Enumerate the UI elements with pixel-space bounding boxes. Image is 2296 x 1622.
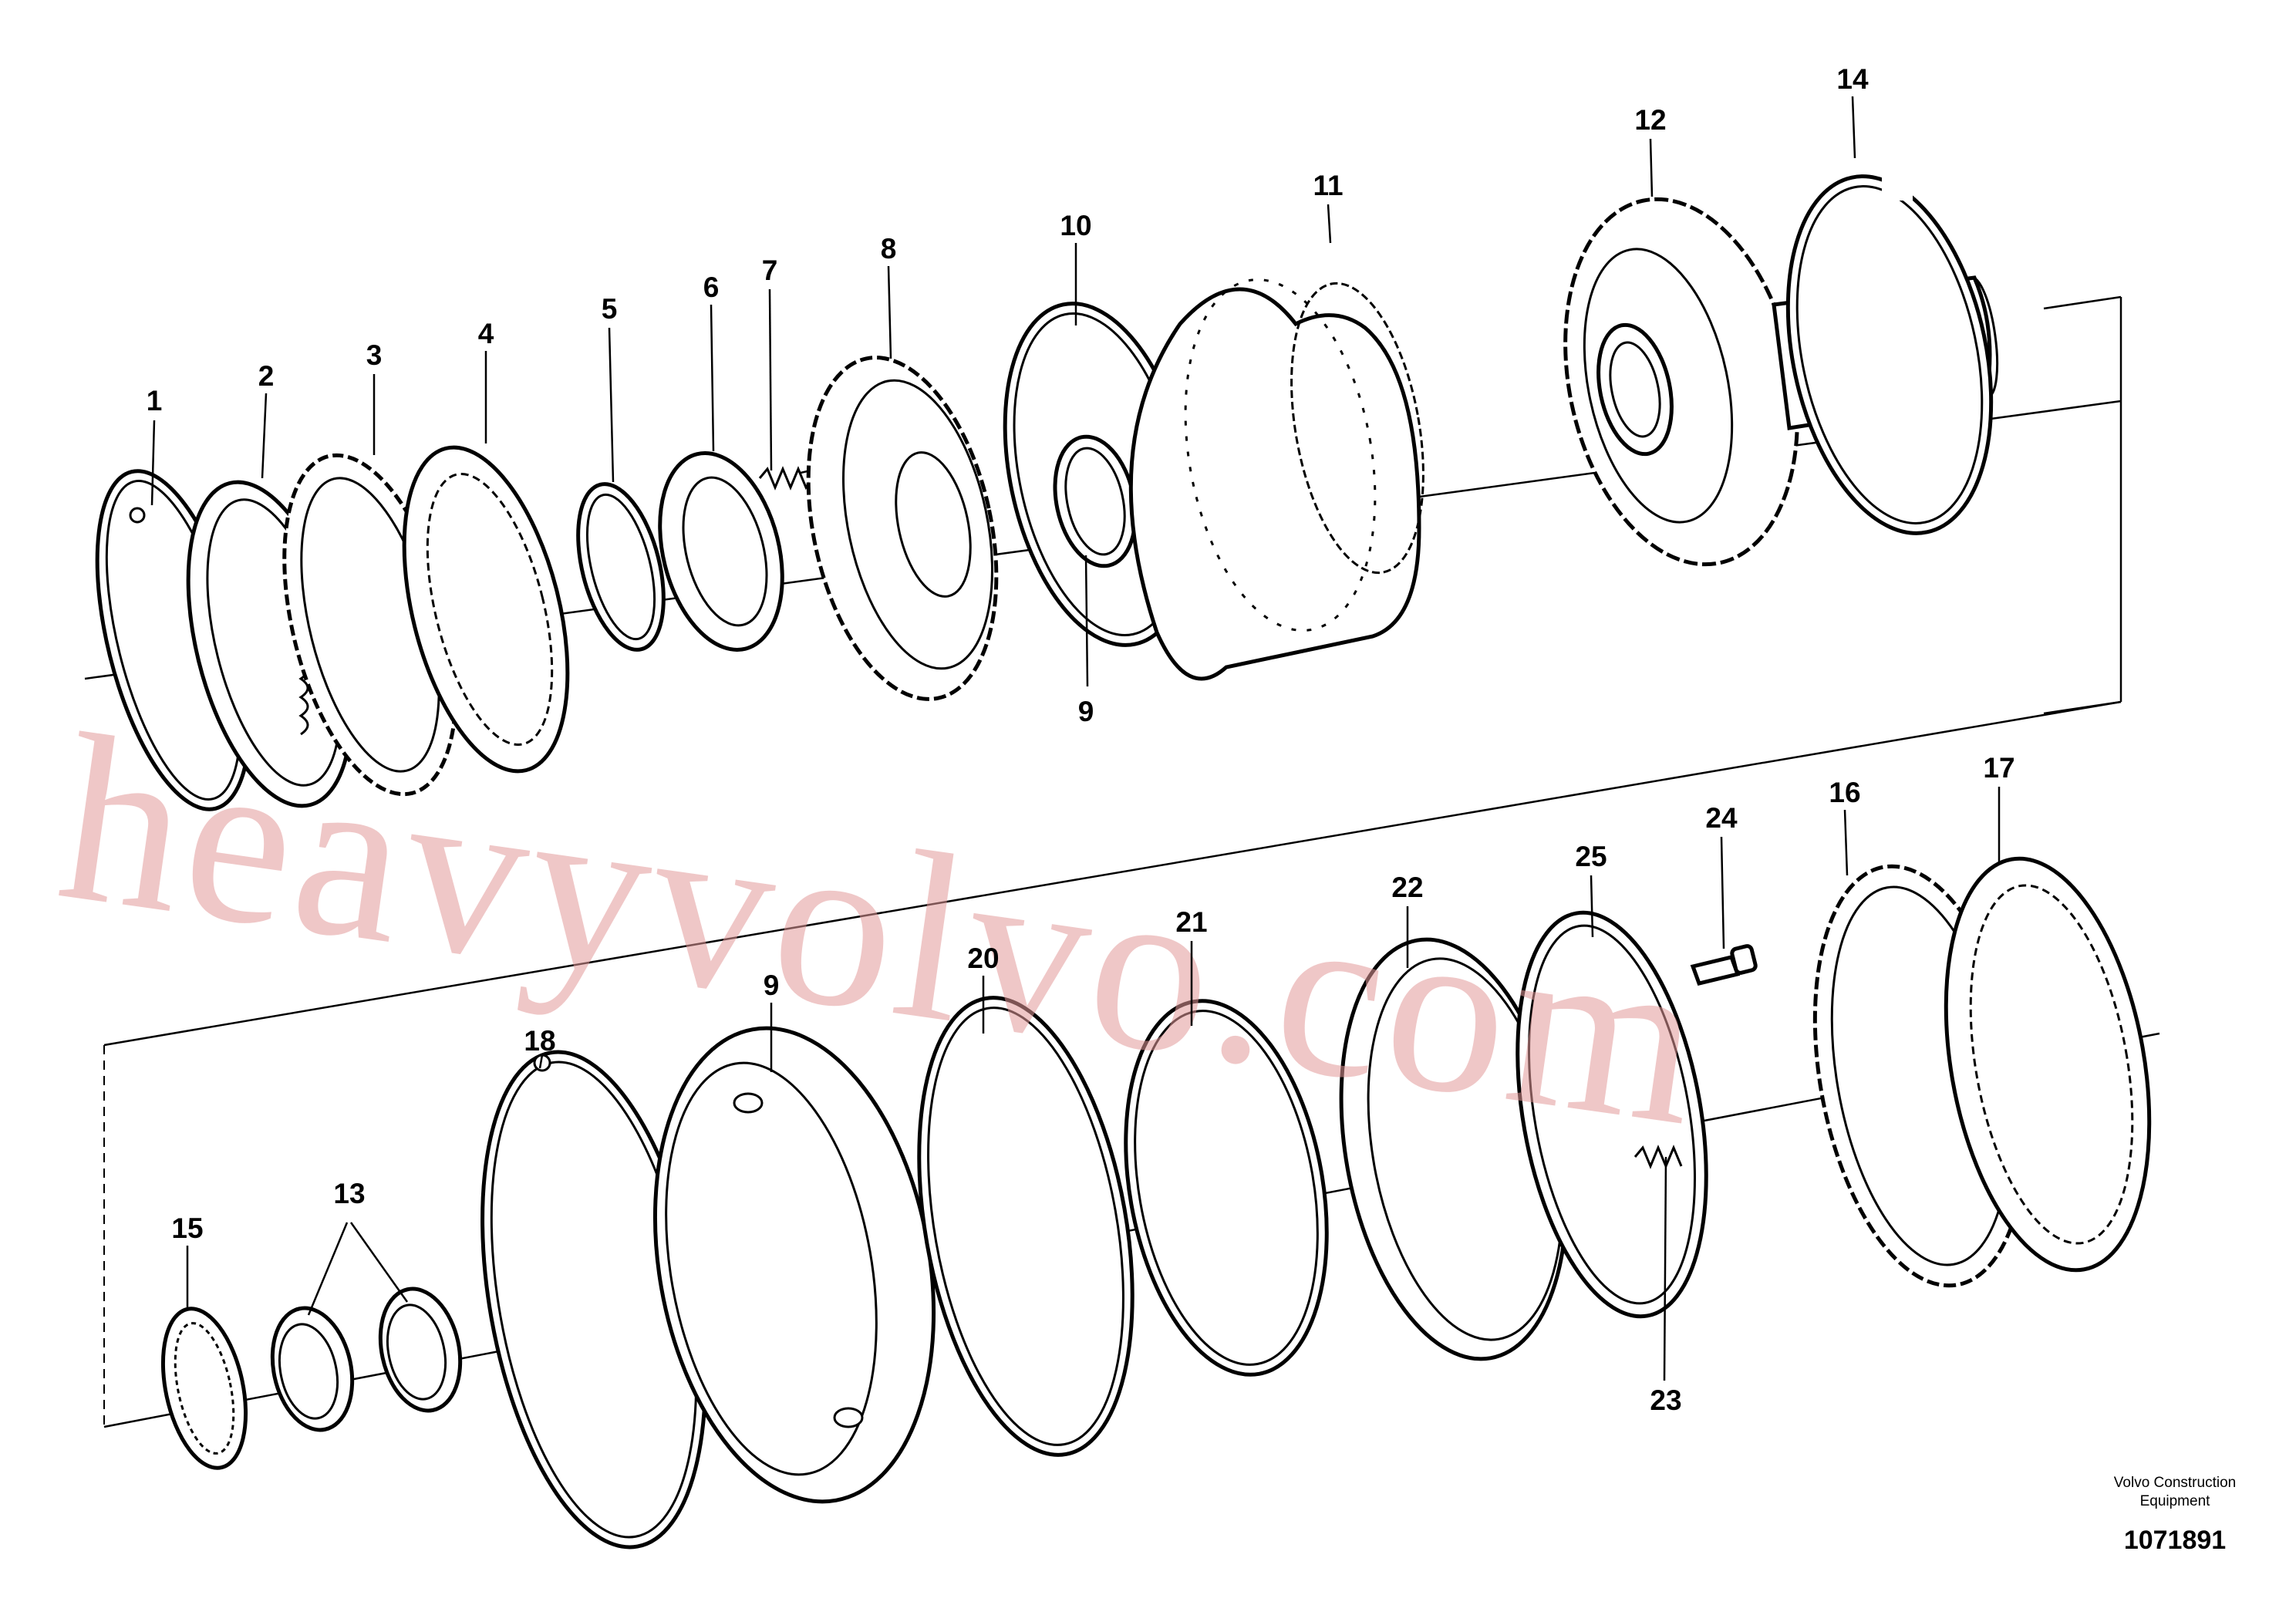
callout-13: 13	[333, 1178, 365, 1209]
part-25-segment-ring	[1515, 910, 1708, 1319]
section-frame	[103, 295, 2122, 1427]
part-24-screw	[1690, 944, 1758, 986]
callout-11: 11	[1313, 170, 1343, 201]
callout-23: 23	[1650, 1384, 1681, 1416]
callout-15: 15	[171, 1212, 203, 1244]
callout-14: 14	[1836, 63, 1869, 95]
part-23-spring	[1633, 1145, 1683, 1169]
leader-lines	[150, 96, 2001, 1381]
part-15-needle-bearing	[160, 1307, 248, 1470]
callout-17: 17	[1983, 752, 2014, 784]
document-number: 1071891	[2124, 1526, 2226, 1555]
callout-labels: 1 2 3 4 5 6 7 8 9 10 11 12 14 15 13 18 9…	[147, 63, 2015, 1416]
callout-1: 1	[147, 385, 163, 416]
part-8-piston-gear	[806, 356, 999, 701]
part-4-inner-disc	[402, 445, 570, 774]
part-5-seal-ring	[576, 482, 666, 652]
callout-10: 10	[1060, 210, 1091, 241]
callout-4: 4	[478, 318, 494, 349]
callout-18: 18	[524, 1025, 555, 1057]
brand-line-2: Equipment	[2140, 1493, 2211, 1509]
part-17-inner-disc	[1944, 856, 2152, 1273]
callout-24: 24	[1705, 802, 1738, 834]
part-21-seal-ring	[1124, 999, 1329, 1377]
callout-20: 20	[967, 943, 999, 974]
callout-3: 3	[366, 339, 383, 371]
part-20-seal-ring	[917, 996, 1135, 1457]
callout-9-bottom: 9	[764, 969, 780, 1001]
callout-2: 2	[258, 360, 275, 392]
brand-line-1: Volvo Construction	[2114, 1475, 2236, 1491]
part-13-bushing-b	[378, 1286, 463, 1413]
callout-21: 21	[1175, 906, 1207, 938]
part-6-spring-plate	[658, 451, 784, 652]
callout-22: 22	[1391, 872, 1423, 903]
part-11-ring-gear	[1128, 278, 1424, 681]
part-14-snap-ring	[1785, 170, 1994, 535]
callout-25: 25	[1575, 841, 1607, 872]
callout-12: 12	[1634, 104, 1666, 136]
callout-7: 7	[762, 255, 778, 286]
part-9-piston-sleeve	[652, 1026, 936, 1504]
callout-9-top: 9	[1078, 696, 1094, 727]
callout-5: 5	[602, 293, 618, 325]
callout-16: 16	[1829, 777, 1860, 808]
callout-6: 6	[703, 271, 720, 303]
watermark-text: heavyvolvo.com	[47, 685, 1719, 1177]
part-13-bushing-a	[270, 1306, 355, 1432]
title-block: Volvo Construction Equipment 1071891	[2114, 1475, 2236, 1555]
callout-8: 8	[881, 233, 897, 265]
